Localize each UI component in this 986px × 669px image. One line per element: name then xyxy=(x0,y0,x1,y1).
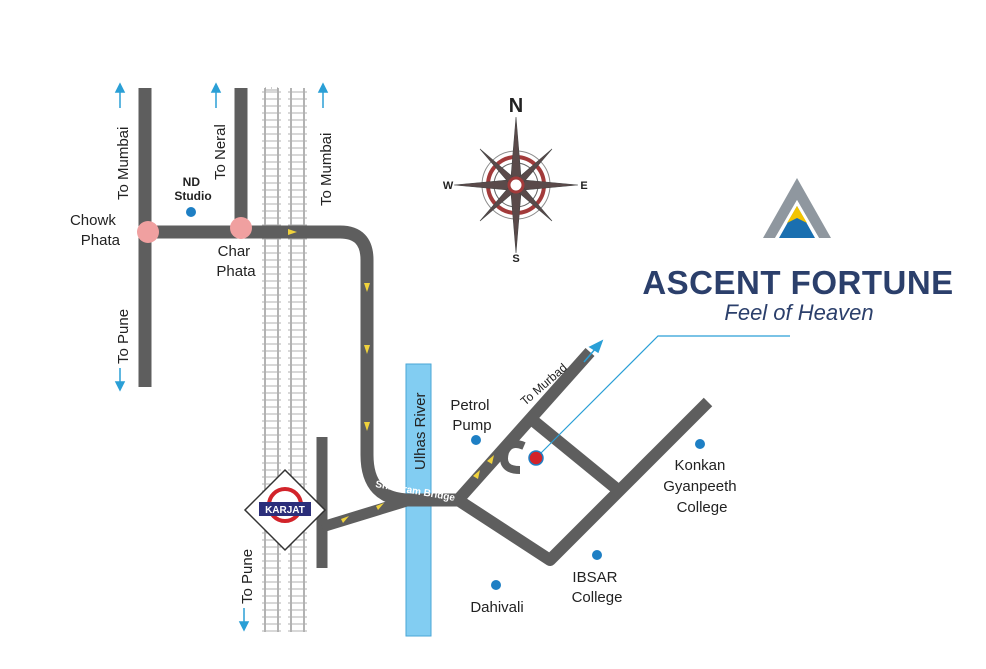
label-nd-studio: ND Studio xyxy=(174,175,211,203)
label-to-pune-top: To Pune xyxy=(115,309,132,364)
road-project-hook xyxy=(500,440,526,474)
route-arrows xyxy=(288,229,494,523)
label-chowk-phata: Chowk Phata xyxy=(70,212,121,249)
compass-east: E xyxy=(580,180,587,192)
compass-south: S xyxy=(512,253,519,265)
label-to-pune-bottom: To Pune xyxy=(239,549,256,604)
label-karjat: KARJAT xyxy=(265,505,305,516)
marker-konkan-college xyxy=(695,439,705,449)
road-main-route xyxy=(145,225,460,507)
brand-logo-icon xyxy=(763,178,831,238)
project-leader-line xyxy=(536,335,790,458)
label-dahivali: Dahivali xyxy=(470,599,523,616)
label-ibsar-college: IBSAR College xyxy=(572,569,623,606)
marker-dahivali xyxy=(491,580,501,590)
compass-north: N xyxy=(509,95,523,117)
direction-arrows xyxy=(114,82,604,632)
marker-nd-studio xyxy=(186,207,196,217)
label-to-mumbai-left: To Mumbai xyxy=(115,127,132,200)
road-karjat-connector xyxy=(320,494,412,533)
junction-char-phata xyxy=(230,217,252,239)
road-cross xyxy=(526,413,622,495)
label-to-mumbai-right: To Mumbai xyxy=(318,133,335,206)
project-location-pin xyxy=(528,450,544,466)
label-konkan-college: Konkan Gyanpeeth College xyxy=(663,457,741,516)
compass-west: W xyxy=(443,180,454,192)
road-to-murbad xyxy=(453,348,595,504)
compass-rose-icon: N E S W xyxy=(443,95,588,265)
brand-name: ASCENT FORTUNE xyxy=(642,264,953,301)
junction-chowk-phata xyxy=(137,221,159,243)
brand-tagline: Feel of Heaven xyxy=(724,300,873,325)
karjat-station: KARJAT xyxy=(243,468,327,552)
label-ulhas-river: Ulhas River xyxy=(412,392,429,470)
marker-ibsar-college xyxy=(592,550,602,560)
road-college-loop xyxy=(454,397,713,566)
roads xyxy=(138,88,713,568)
marker-petrol-pump xyxy=(471,435,481,445)
label-to-neral: To Neral xyxy=(212,124,229,180)
label-char-phata: Char Phata xyxy=(216,243,256,280)
label-petrol-pump: Petrol Pump xyxy=(450,397,493,434)
